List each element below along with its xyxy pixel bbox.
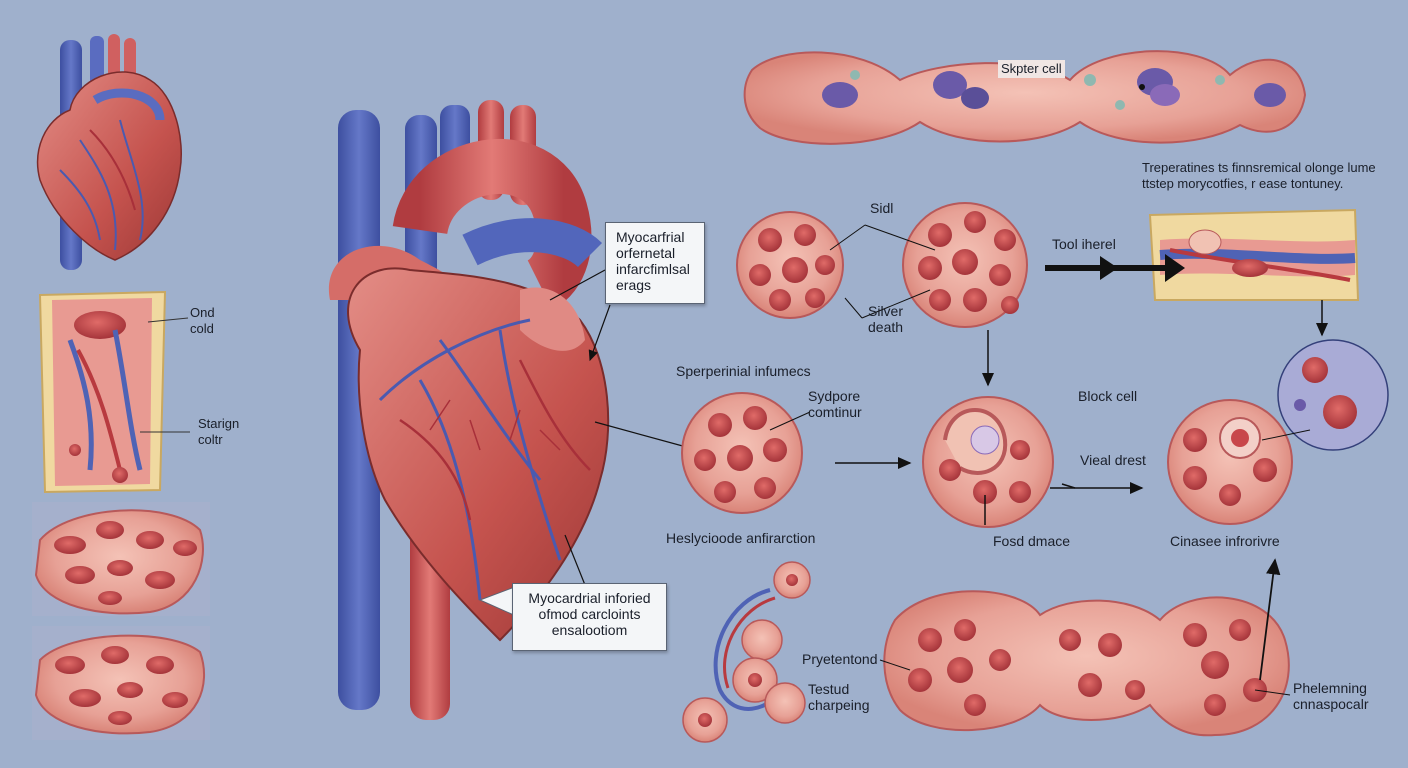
callout-line: Myocarfrial bbox=[616, 229, 685, 245]
callout-pointer-1 bbox=[549, 269, 606, 301]
cell-circle-4 bbox=[922, 396, 1054, 528]
label-line: Ond bbox=[190, 305, 215, 320]
main-heart bbox=[328, 100, 610, 720]
label-line: Silver bbox=[868, 303, 904, 319]
tissue-slab-2 bbox=[32, 626, 210, 740]
label-silver-death: Silver death bbox=[868, 303, 903, 335]
cell-circle-5 bbox=[1167, 399, 1293, 525]
label-fosd-dmace: Fosd dmace bbox=[993, 533, 1071, 549]
callout-line: ofmod carcloints bbox=[538, 606, 641, 622]
tissue-band-bottom bbox=[883, 590, 1290, 737]
vessel-strip-right bbox=[1148, 208, 1360, 301]
label-line: charpeing bbox=[808, 697, 870, 713]
label-line: Sydpore bbox=[808, 388, 861, 404]
label-sidl: Sidl bbox=[870, 200, 894, 216]
label-starign-coltr: Starign coltr bbox=[198, 416, 239, 448]
callout-line: erags bbox=[616, 277, 652, 293]
label-line: Treperatines ts finnsremical olonge lume bbox=[1142, 160, 1376, 175]
tissue-strip-left bbox=[38, 290, 190, 494]
label-block-cell: Block cell bbox=[1078, 388, 1138, 404]
label-line: coltr bbox=[198, 432, 223, 447]
tissue-slab-1 bbox=[32, 502, 210, 616]
label-description: Treperatines ts finnsremical olonge lume… bbox=[1142, 160, 1376, 192]
label-tool-iherel: Tool iherel bbox=[1052, 236, 1116, 252]
callout-line: Myocardrial inforied bbox=[528, 590, 651, 606]
callout-myocardial-top: Myocarfrial orfernetal infarcfimlsal era… bbox=[605, 222, 705, 304]
cell-circle-6 bbox=[1277, 339, 1389, 451]
label-sperperinial-infumecs: Sperperinial infumecs bbox=[676, 363, 811, 379]
label-line: death bbox=[868, 319, 904, 335]
label-line: Phelemning bbox=[1293, 680, 1367, 696]
label-heslycioode: Heslycioode anfirarction bbox=[666, 530, 816, 546]
label-vieal-drest: Vieal drest bbox=[1080, 452, 1146, 468]
label-line: ttstep morycotfies, r ease tontuney. bbox=[1142, 176, 1344, 191]
cell-chain-left bbox=[682, 561, 811, 743]
label-skpter-cell: Skpter cell bbox=[998, 60, 1065, 78]
cell-circle-2 bbox=[902, 202, 1028, 328]
callout-myocardial-bottom: Myocardrial inforied ofmod carcloints en… bbox=[512, 583, 667, 651]
label-line: cnnaspocalr bbox=[1293, 696, 1369, 712]
label-sydpore-comtinur: Sydpore comtinur bbox=[808, 388, 862, 420]
label-testud-charpeing: Testud charpeing bbox=[808, 681, 870, 713]
arrows bbox=[769, 224, 1328, 696]
label-cinasee-infrorivre: Cinasee infrorivre bbox=[1170, 533, 1280, 549]
label-ond-cold: Ond cold bbox=[190, 305, 215, 337]
label-pryetentond: Pryetentond bbox=[802, 651, 878, 667]
small-heart bbox=[36, 34, 182, 270]
callout-line: ensalootiom bbox=[551, 622, 628, 638]
label-phelemning: Phelemning cnnaspocalr bbox=[1293, 680, 1369, 712]
tissue-band-top bbox=[743, 50, 1307, 145]
label-line: cold bbox=[190, 321, 214, 336]
cell-circle-3 bbox=[681, 392, 803, 514]
callout-line: infarcfimlsal bbox=[616, 261, 690, 277]
cell-circle-1 bbox=[736, 211, 844, 319]
label-line: Starign bbox=[198, 416, 240, 431]
label-line: Testud bbox=[808, 681, 850, 697]
label-line: comtinur bbox=[808, 404, 862, 420]
callout-line: orfernetal bbox=[616, 245, 676, 261]
